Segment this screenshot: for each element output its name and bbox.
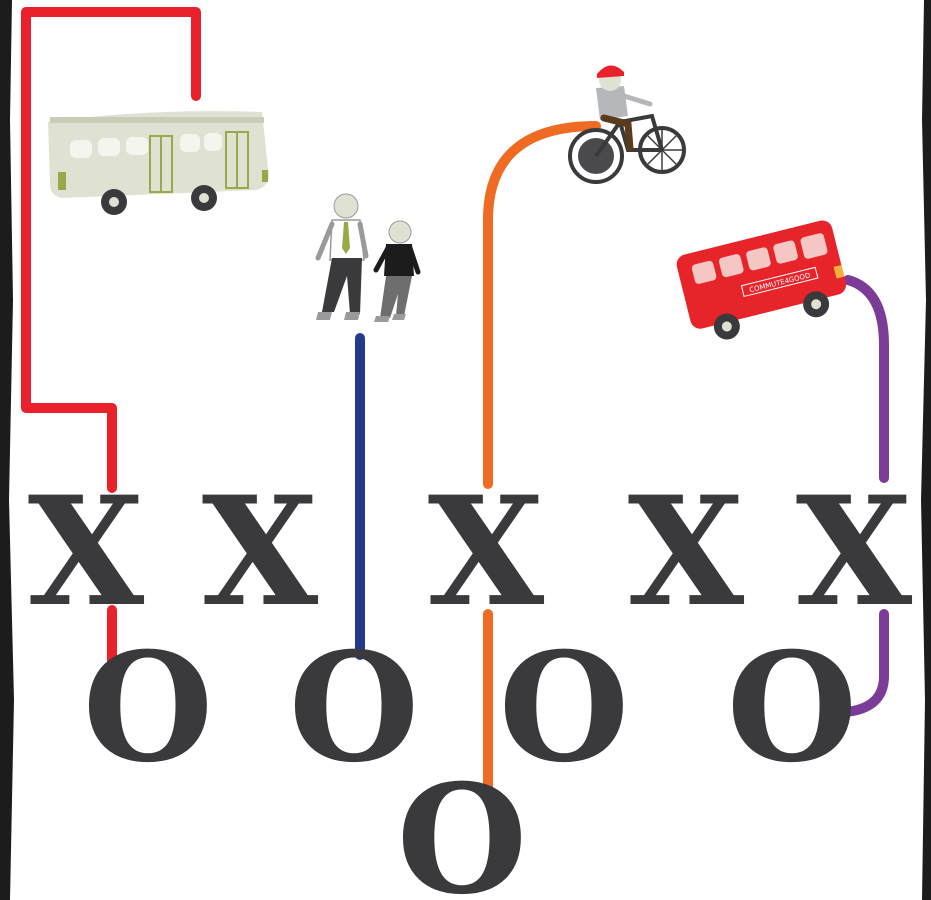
x-mark: X — [28, 464, 145, 640]
x-mark: X — [428, 464, 545, 640]
x-mark: X — [796, 464, 913, 640]
o-mark: O — [397, 752, 528, 900]
o-mark: O — [727, 620, 858, 796]
x-mark: X — [202, 464, 319, 640]
x-mark: X — [628, 464, 745, 640]
o-mark: O — [83, 620, 214, 796]
